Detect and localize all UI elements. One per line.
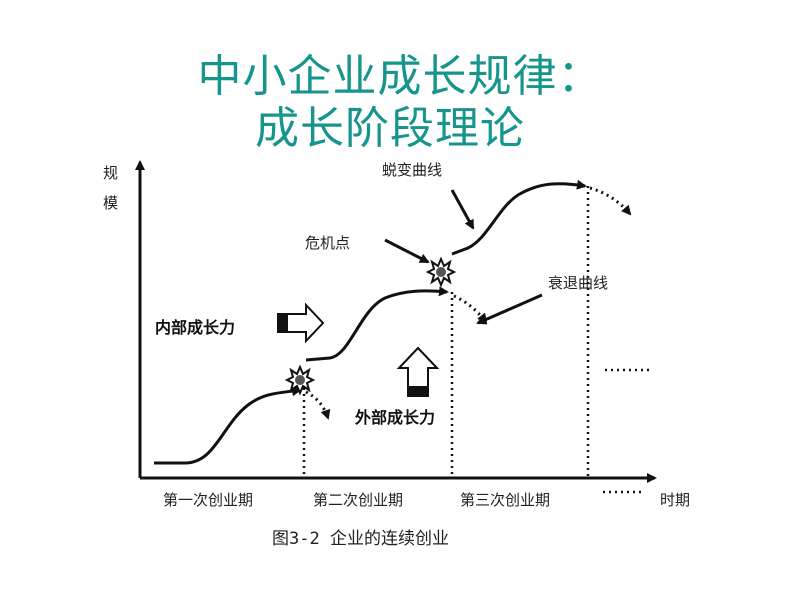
y-axis-label-1: 规 — [103, 164, 118, 182]
transition-pointer-arrow — [450, 189, 475, 230]
external-force-label: 外部成长力 — [354, 408, 435, 427]
decline-curve-stage-3 — [589, 186, 632, 216]
transition-curve-label: 蜕变曲线 — [382, 161, 442, 179]
growth-curve-stage-1 — [154, 386, 302, 465]
crisis-pointer-arrow — [384, 238, 430, 264]
figure-caption: 图3-2 企业的连续创业 — [272, 529, 449, 549]
crisis-point-burst-1 — [284, 364, 316, 396]
slide-title-line-1: 中小企业成长规律： — [197, 51, 603, 102]
growth-curve-stage-2 — [305, 286, 449, 362]
period-label-1: 第一次创业期 — [163, 491, 253, 509]
internal-force-arrow — [277, 302, 325, 344]
transition-curve — [451, 179, 587, 256]
external-force-arrow — [396, 346, 440, 397]
period-label-3: 第三次创业期 — [460, 491, 550, 509]
decline-curve-stage-2 — [453, 294, 488, 324]
x-axis-label: 时期 — [660, 491, 690, 509]
crisis-point-burst-2 — [425, 256, 457, 288]
slide-title-line-2: 成长阶段理论 — [255, 103, 525, 154]
decline-pointer-arrow — [476, 293, 543, 325]
crisis-point-label: 危机点 — [305, 234, 350, 252]
internal-force-label: 内部成长力 — [155, 318, 235, 337]
decline-curve-stage-1 — [305, 390, 331, 420]
period-label-2: 第二次创业期 — [313, 491, 403, 509]
y-axis-label-2: 模 — [103, 194, 118, 212]
decline-curve-label: 衰退曲线 — [548, 274, 608, 292]
